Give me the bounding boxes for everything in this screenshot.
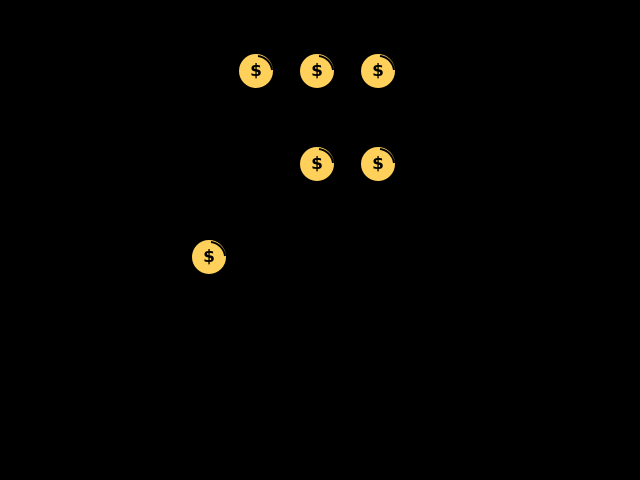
dollar-coin-icon [237,52,277,92]
dollar-coin-icon [190,238,230,278]
coin-pickup[interactable]: $ [237,52,279,94]
dollar-coin-icon [298,52,338,92]
dollar-coin-icon [359,52,399,92]
coin-pickup[interactable]: $ [359,145,401,187]
dollar-coin-icon [298,145,338,185]
coin-pickup[interactable]: $ [298,52,340,94]
coin-pickup[interactable]: $ [359,52,401,94]
coin-pickup[interactable]: $ [190,238,232,280]
dollar-coin-icon [359,145,399,185]
coin-pickup[interactable]: $ [298,145,340,187]
